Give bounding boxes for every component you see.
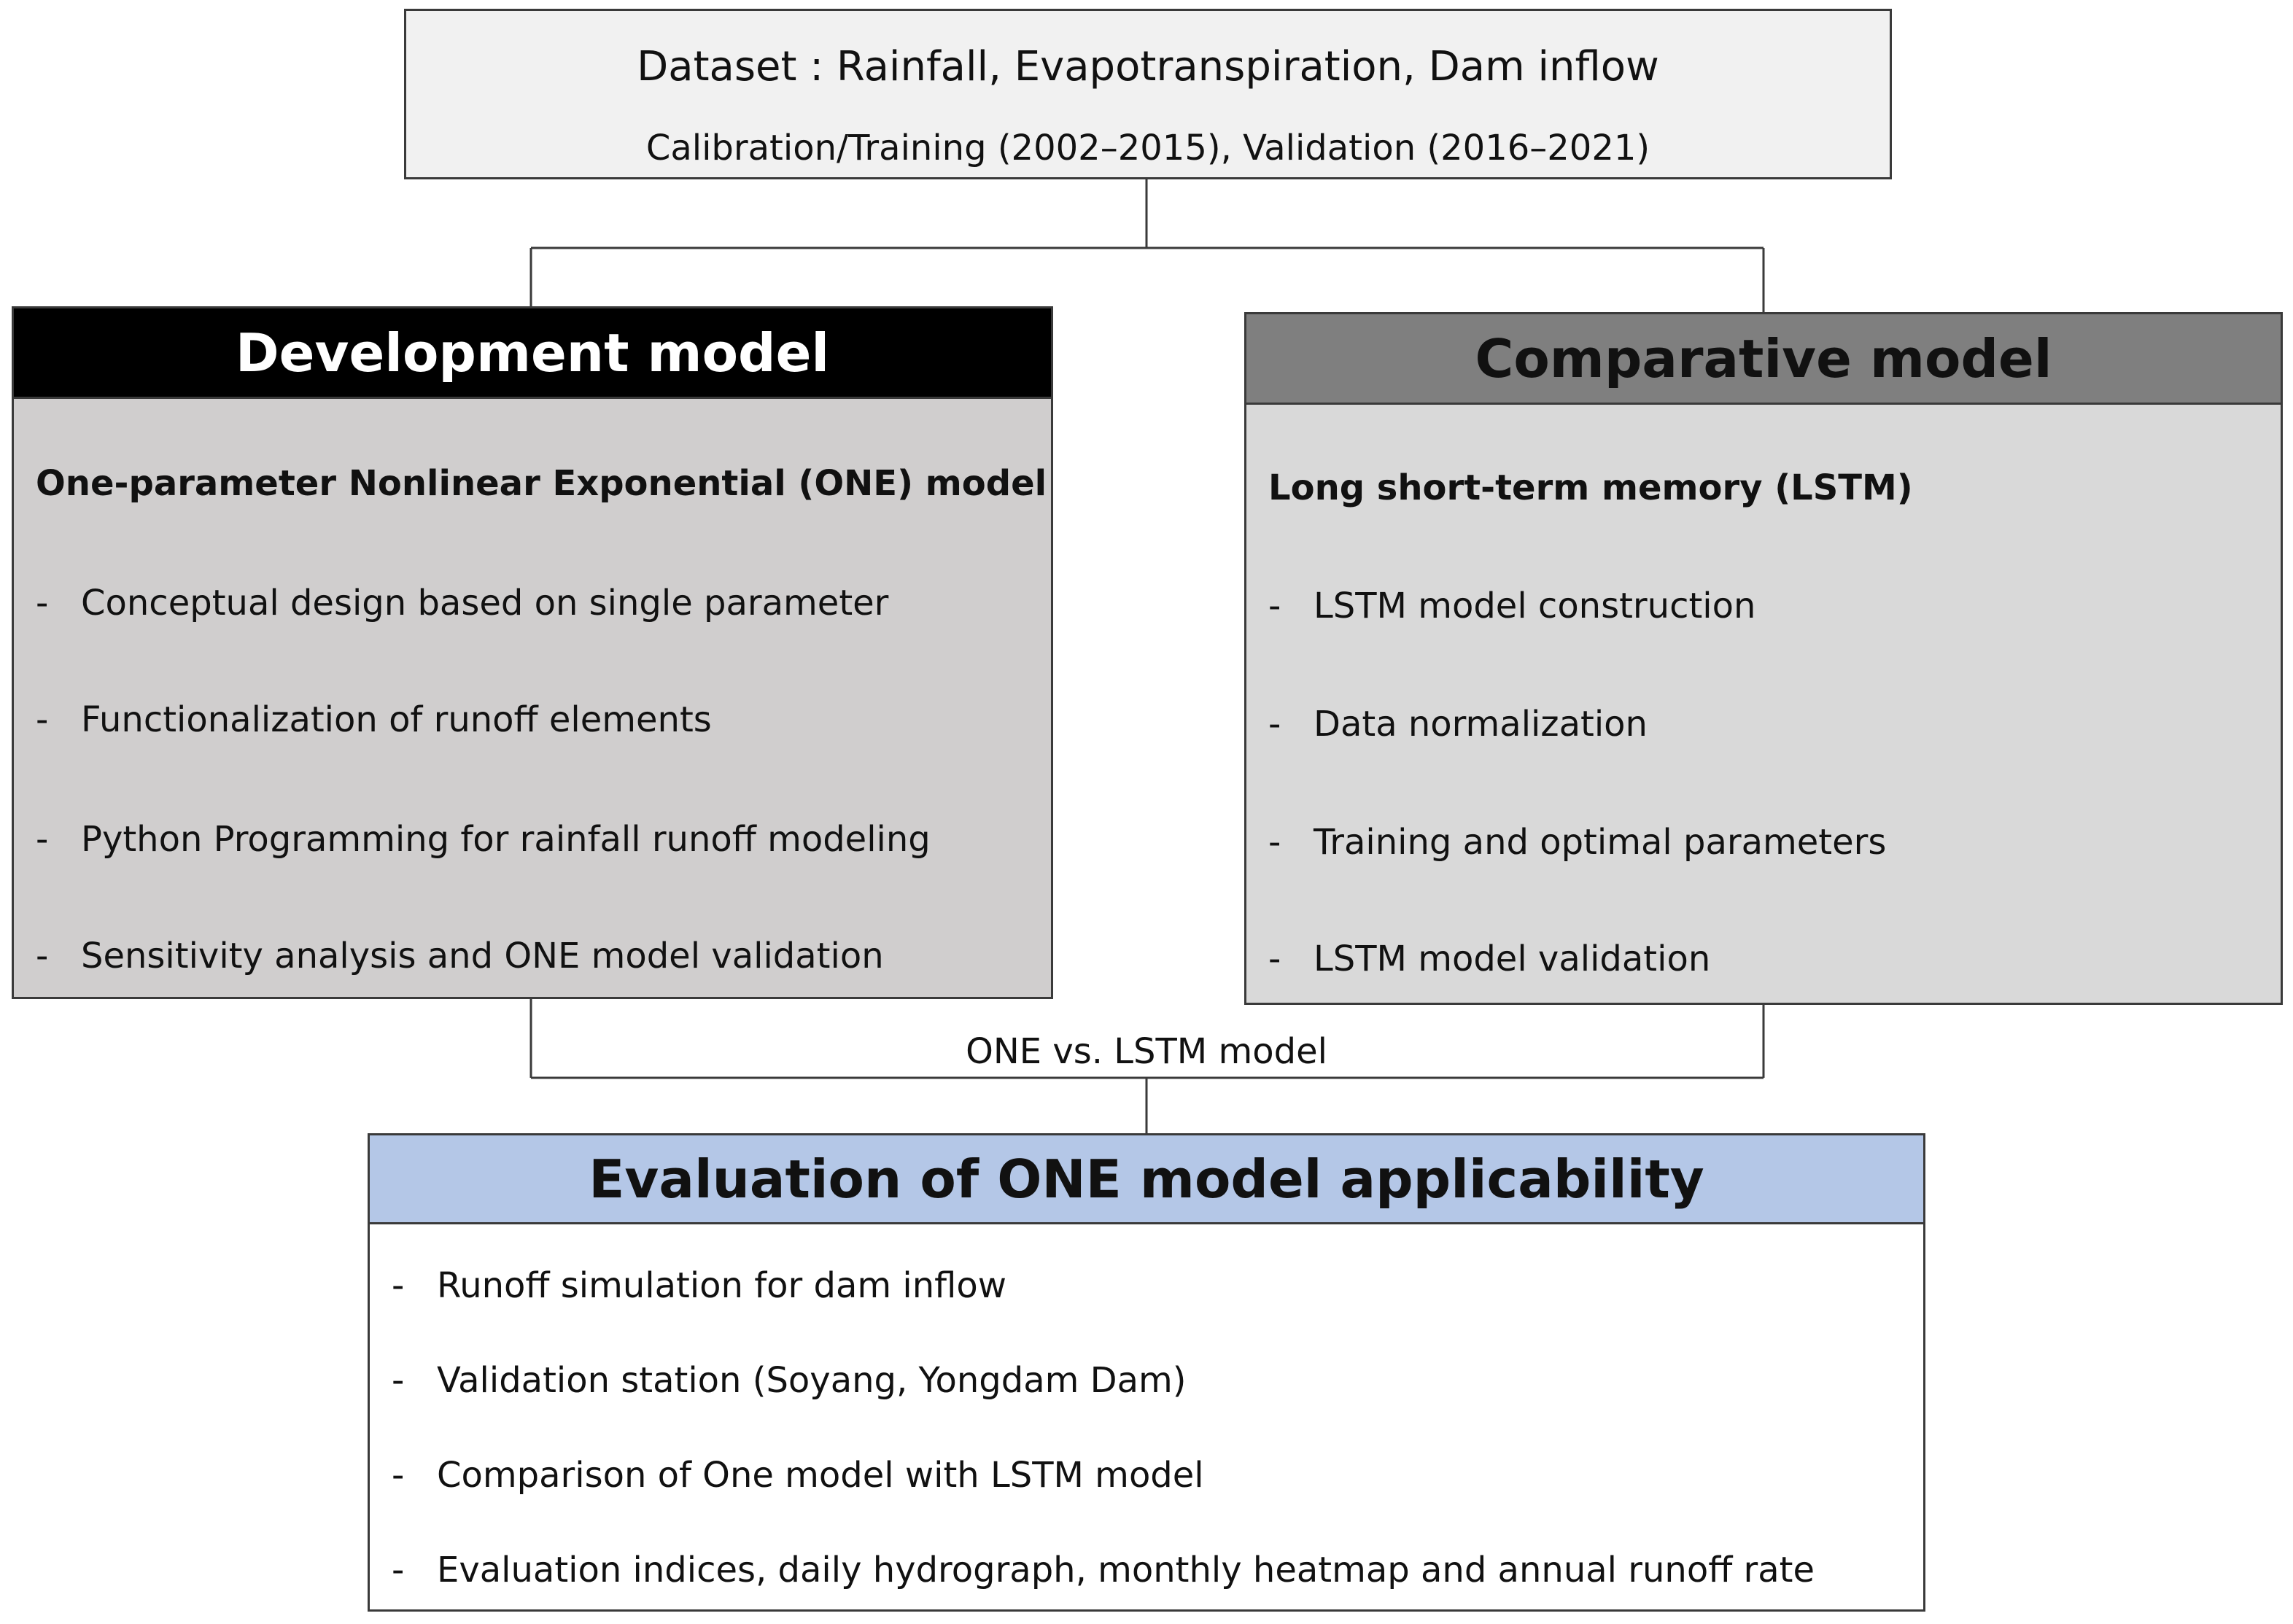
evaluation-item: -Runoff simulation for dam inflow <box>392 1265 1006 1306</box>
bullet-dash: - <box>392 1550 405 1590</box>
bullet-dash: - <box>1268 704 1281 745</box>
evaluation-item: -Comparison of One model with LSTM model <box>392 1455 1204 1496</box>
development-item-text: Python Programming for rainfall runoff m… <box>81 819 931 860</box>
comparative-item: -Data normalization <box>1268 704 1648 745</box>
bullet-dash: - <box>1268 586 1281 626</box>
comparative-item-text: Training and optimal parameters <box>1314 822 1887 863</box>
bullet-dash: - <box>36 583 49 623</box>
evaluation-item-text: Runoff simulation for dam inflow <box>437 1265 1006 1306</box>
comparative-model-box: Comparative model Long short-term memory… <box>1244 312 2283 1005</box>
comparative-item: -Training and optimal parameters <box>1268 822 1886 863</box>
dataset-title: Dataset : Rainfall, Evapotranspiration, … <box>637 43 1659 90</box>
bullet-dash: - <box>392 1265 405 1306</box>
evaluation-item-text: Validation station (Soyang, Yongdam Dam) <box>437 1360 1187 1401</box>
development-item-text: Conceptual design based on single parame… <box>81 583 889 623</box>
comparative-item-text: LSTM model validation <box>1314 939 1711 979</box>
evaluation-item-text: Comparison of One model with LSTM model <box>437 1455 1204 1496</box>
dataset-box: Dataset : Rainfall, Evapotranspiration, … <box>404 9 1892 179</box>
comparison-label: ONE vs. LSTM model <box>966 1031 1327 1072</box>
development-model-box: Development model One-parameter Nonlinea… <box>12 306 1053 999</box>
development-model-header: Development model <box>14 308 1051 399</box>
evaluation-item-text: Evaluation indices, daily hydrograph, mo… <box>437 1550 1815 1590</box>
evaluation-header: Evaluation of ONE model applicability <box>370 1135 1923 1224</box>
bullet-dash: - <box>36 936 49 976</box>
development-item: -Python Programming for rainfall runoff … <box>36 819 931 860</box>
evaluation-item: -Evaluation indices, daily hydrograph, m… <box>392 1550 1815 1590</box>
comparative-model-subtitle: Long short-term memory (LSTM) <box>1268 467 1913 508</box>
bullet-dash: - <box>36 699 49 740</box>
development-model-subtitle: One-parameter Nonlinear Exponential (ONE… <box>36 463 1047 504</box>
development-item: -Functionalization of runoff elements <box>36 699 712 740</box>
development-item-text: Sensitivity analysis and ONE model valid… <box>81 936 884 976</box>
comparative-item: -LSTM model validation <box>1268 939 1710 979</box>
development-item-text: Functionalization of runoff elements <box>81 699 712 740</box>
bullet-dash: - <box>1268 822 1281 863</box>
comparative-item: -LSTM model construction <box>1268 586 1755 626</box>
development-item: -Conceptual design based on single param… <box>36 583 888 623</box>
bullet-dash: - <box>36 819 49 860</box>
bullet-dash: - <box>392 1455 405 1496</box>
comparative-item-text: LSTM model construction <box>1314 586 1756 626</box>
bullet-dash: - <box>1268 939 1281 979</box>
evaluation-box: Evaluation of ONE model applicability -R… <box>368 1133 1925 1612</box>
dataset-period: Calibration/Training (2002–2015), Valida… <box>645 128 1650 168</box>
comparative-item-text: Data normalization <box>1314 704 1648 745</box>
bullet-dash: - <box>392 1360 405 1401</box>
comparative-model-header: Comparative model <box>1246 314 2281 405</box>
evaluation-item: -Validation station (Soyang, Yongdam Dam… <box>392 1360 1186 1401</box>
development-item: -Sensitivity analysis and ONE model vali… <box>36 936 884 976</box>
